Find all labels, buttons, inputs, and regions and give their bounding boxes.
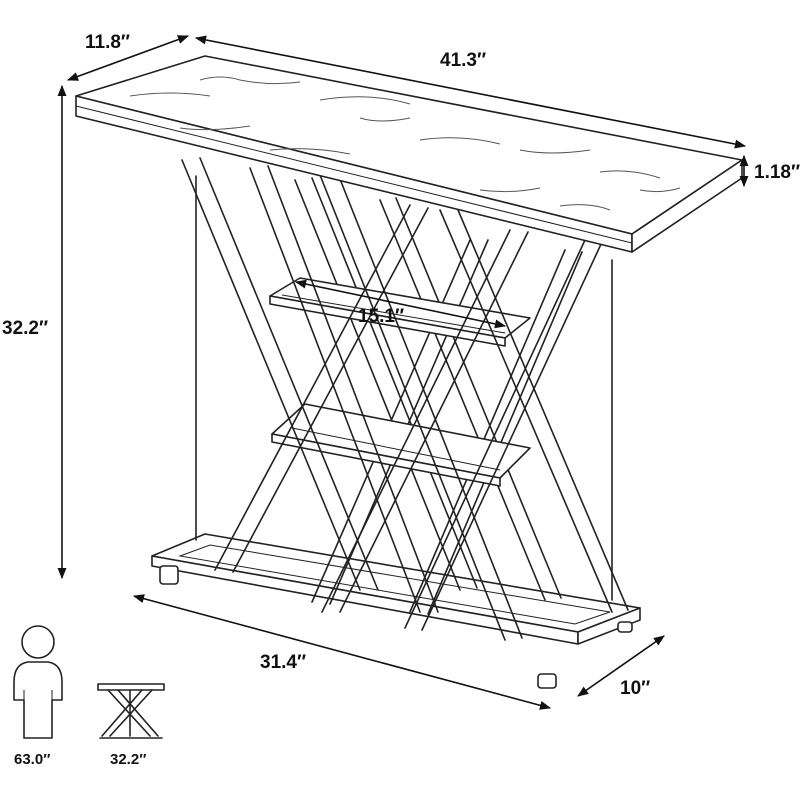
- depth-label: 11.8″: [85, 32, 130, 53]
- base-depth-label: 10″: [620, 678, 650, 699]
- height-dimension: 32.2″: [2, 84, 67, 580]
- depth-dimension: 11.8″: [66, 32, 190, 81]
- base-depth-dimension: 10″: [577, 635, 665, 699]
- middle-shelf-lower: [271, 403, 531, 487]
- shelf-width-label: 15.1″: [358, 306, 404, 327]
- x-frame-front: [181, 157, 629, 641]
- shelf-width-dimension: 15.1″: [294, 279, 507, 329]
- mini-table-height-label: 32.2″: [110, 751, 146, 768]
- width-dimension: 41.3″: [194, 35, 747, 149]
- table-base: [151, 533, 641, 689]
- base-width-dimension: 31.4″: [132, 594, 552, 710]
- table-top: [75, 55, 743, 253]
- top-thickness-dimension: 1.18″: [739, 154, 800, 188]
- base-width-label: 31.4″: [260, 652, 306, 673]
- top-thickness-label: 1.18″: [754, 162, 800, 183]
- person-silhouette-icon: [13, 625, 63, 739]
- height-label: 32.2″: [2, 318, 48, 339]
- width-label: 41.3″: [440, 50, 486, 71]
- mini-table-icon: [97, 683, 165, 739]
- person-height-label: 63.0″: [14, 751, 50, 768]
